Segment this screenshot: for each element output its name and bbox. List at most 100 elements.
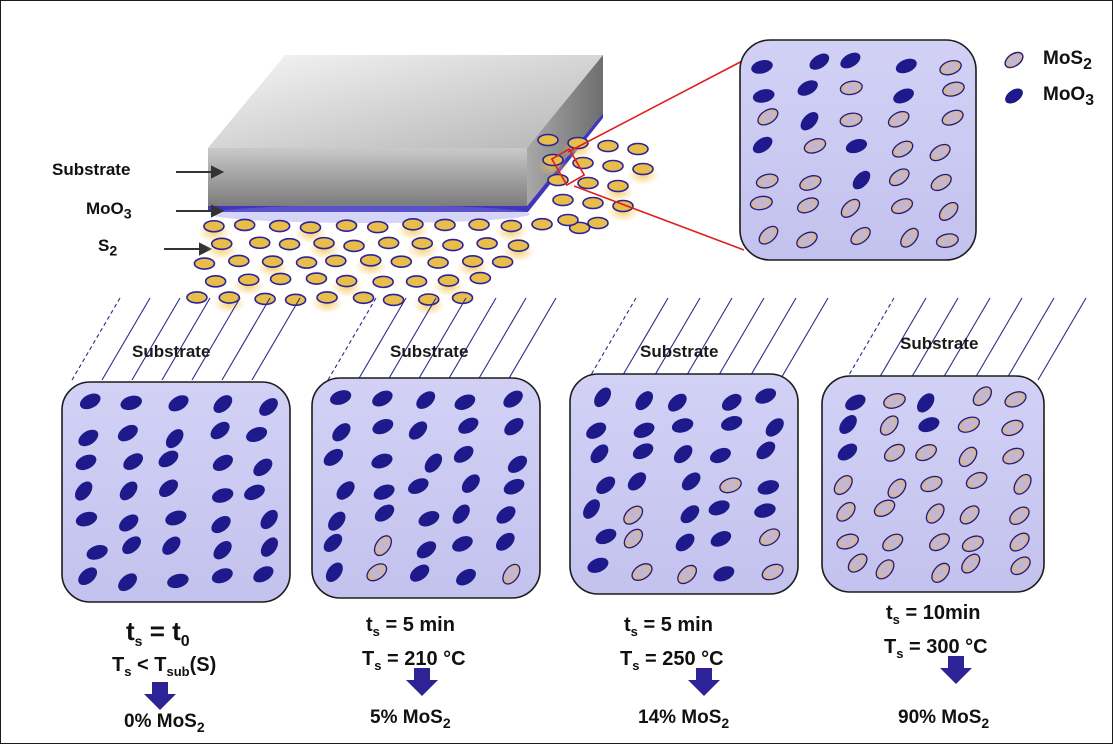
- moo3-particle: [75, 454, 97, 471]
- mos2-particle: [882, 533, 904, 552]
- s2-particle: [627, 142, 649, 156]
- moo3-particle: [918, 417, 940, 433]
- mos2-particle: [796, 197, 820, 214]
- hatch-line: [357, 297, 407, 381]
- zoom-panel-particles: [749, 52, 965, 249]
- s2-particle: [343, 239, 365, 253]
- moo3-particle: [120, 395, 142, 411]
- hatch-line: [101, 297, 151, 381]
- moo3-particle: [632, 443, 654, 460]
- moo3-particle: [800, 112, 819, 131]
- moo3-particle: [587, 557, 609, 573]
- s2-particle-cloud: [186, 133, 659, 316]
- moo3-particle: [122, 536, 142, 555]
- s2-particle: [316, 291, 338, 304]
- mos2-particle: [887, 478, 907, 499]
- moo3-particle: [837, 443, 858, 461]
- s2-particle: [390, 255, 413, 268]
- moo3-particle: [373, 484, 395, 500]
- moo3-particle: [416, 541, 437, 559]
- moo3-particle: [845, 394, 866, 411]
- hatch-line: [619, 297, 669, 381]
- mos2-particle: [749, 195, 773, 211]
- sample-panels: [61, 373, 1045, 603]
- panel-3-temperature: Ts = 250 °C: [620, 648, 724, 673]
- s2-particle: [552, 193, 574, 207]
- mos2-particle: [758, 225, 779, 245]
- panel-4-percentage: 90% MoS2: [898, 707, 990, 731]
- s2-particle: [372, 275, 394, 289]
- moo3-particle: [503, 478, 525, 495]
- s2-particle: [577, 176, 599, 190]
- mos2-particle: [1004, 391, 1027, 408]
- moo3-particle: [259, 398, 278, 416]
- moo3-particle: [211, 568, 233, 584]
- mos2-particle: [1010, 556, 1031, 576]
- mos2-particle: [677, 564, 698, 585]
- moo3-particle: [453, 445, 474, 463]
- s2-particle: [557, 213, 579, 227]
- mos2-particle: [965, 471, 988, 490]
- mos2-particle: [758, 528, 781, 547]
- hatch-line: [221, 297, 271, 381]
- s2-particle: [405, 275, 428, 288]
- moo3-particle: [635, 391, 654, 411]
- hatch-line: [71, 297, 121, 381]
- s2-particle: [572, 156, 594, 170]
- moo3-particle: [852, 170, 871, 190]
- panel-3-percentage: 14% MoS2: [638, 707, 730, 731]
- moo3-particle: [323, 448, 344, 466]
- moo3-particle: [595, 528, 617, 545]
- moo3-particle: [165, 429, 184, 449]
- moo3-particle: [633, 422, 655, 439]
- moo3-particle: [371, 453, 393, 469]
- mos2-particle: [873, 499, 896, 517]
- moo3-particle: [244, 484, 265, 501]
- mos2-particle: [836, 501, 856, 522]
- mos2-particle: [1002, 447, 1025, 465]
- moo3-particle: [495, 532, 515, 551]
- mos2-particle: [920, 475, 943, 493]
- moo3-particle: [213, 541, 232, 560]
- moo3-particle: [681, 472, 701, 491]
- hatch-line: [251, 297, 301, 381]
- moo3-particle: [416, 391, 436, 409]
- moo3-particle: [246, 426, 268, 443]
- moo3-particle: [452, 536, 473, 552]
- moo3-particle: [162, 536, 181, 555]
- substrate-hatch-lines: [71, 297, 1087, 381]
- s2-particle: [204, 275, 227, 288]
- s2-particle: [278, 237, 301, 251]
- panel-2-temperature: Ts = 210 °C: [362, 648, 466, 673]
- hatch-line: [417, 297, 467, 381]
- moo3-particle: [752, 89, 775, 103]
- mos2-particle: [803, 138, 827, 154]
- panel-3-time: ts = 5 min: [624, 614, 713, 639]
- hatch-line: [683, 297, 733, 381]
- mos2-particle: [833, 474, 853, 496]
- moo3-particle: [755, 388, 777, 404]
- s2-particle: [193, 257, 216, 270]
- hatch-line: [909, 297, 959, 381]
- mos2-particle: [366, 563, 388, 582]
- moo3-particle: [75, 481, 93, 501]
- moo3-particle: [721, 415, 743, 431]
- s2-particle: [632, 162, 654, 176]
- moo3-particle: [332, 423, 351, 442]
- moo3-particle: [895, 58, 917, 74]
- mos2-particle: [799, 175, 822, 191]
- s2-particle: [325, 254, 347, 268]
- down-arrow-2: [406, 668, 438, 696]
- mos2-particle: [931, 562, 951, 583]
- moo3-particle: [75, 511, 98, 527]
- down-arrow-4: [940, 656, 972, 684]
- moo3-particle: [503, 390, 523, 408]
- moo3-particle: [323, 533, 343, 552]
- moo3-particle: [840, 52, 861, 69]
- moo3-particle: [336, 481, 355, 500]
- s2-particle: [254, 292, 276, 306]
- moo3-particle: [456, 568, 476, 586]
- s2-particle: [352, 291, 375, 305]
- moo3-particle: [721, 393, 742, 411]
- s2-particle: [568, 221, 591, 235]
